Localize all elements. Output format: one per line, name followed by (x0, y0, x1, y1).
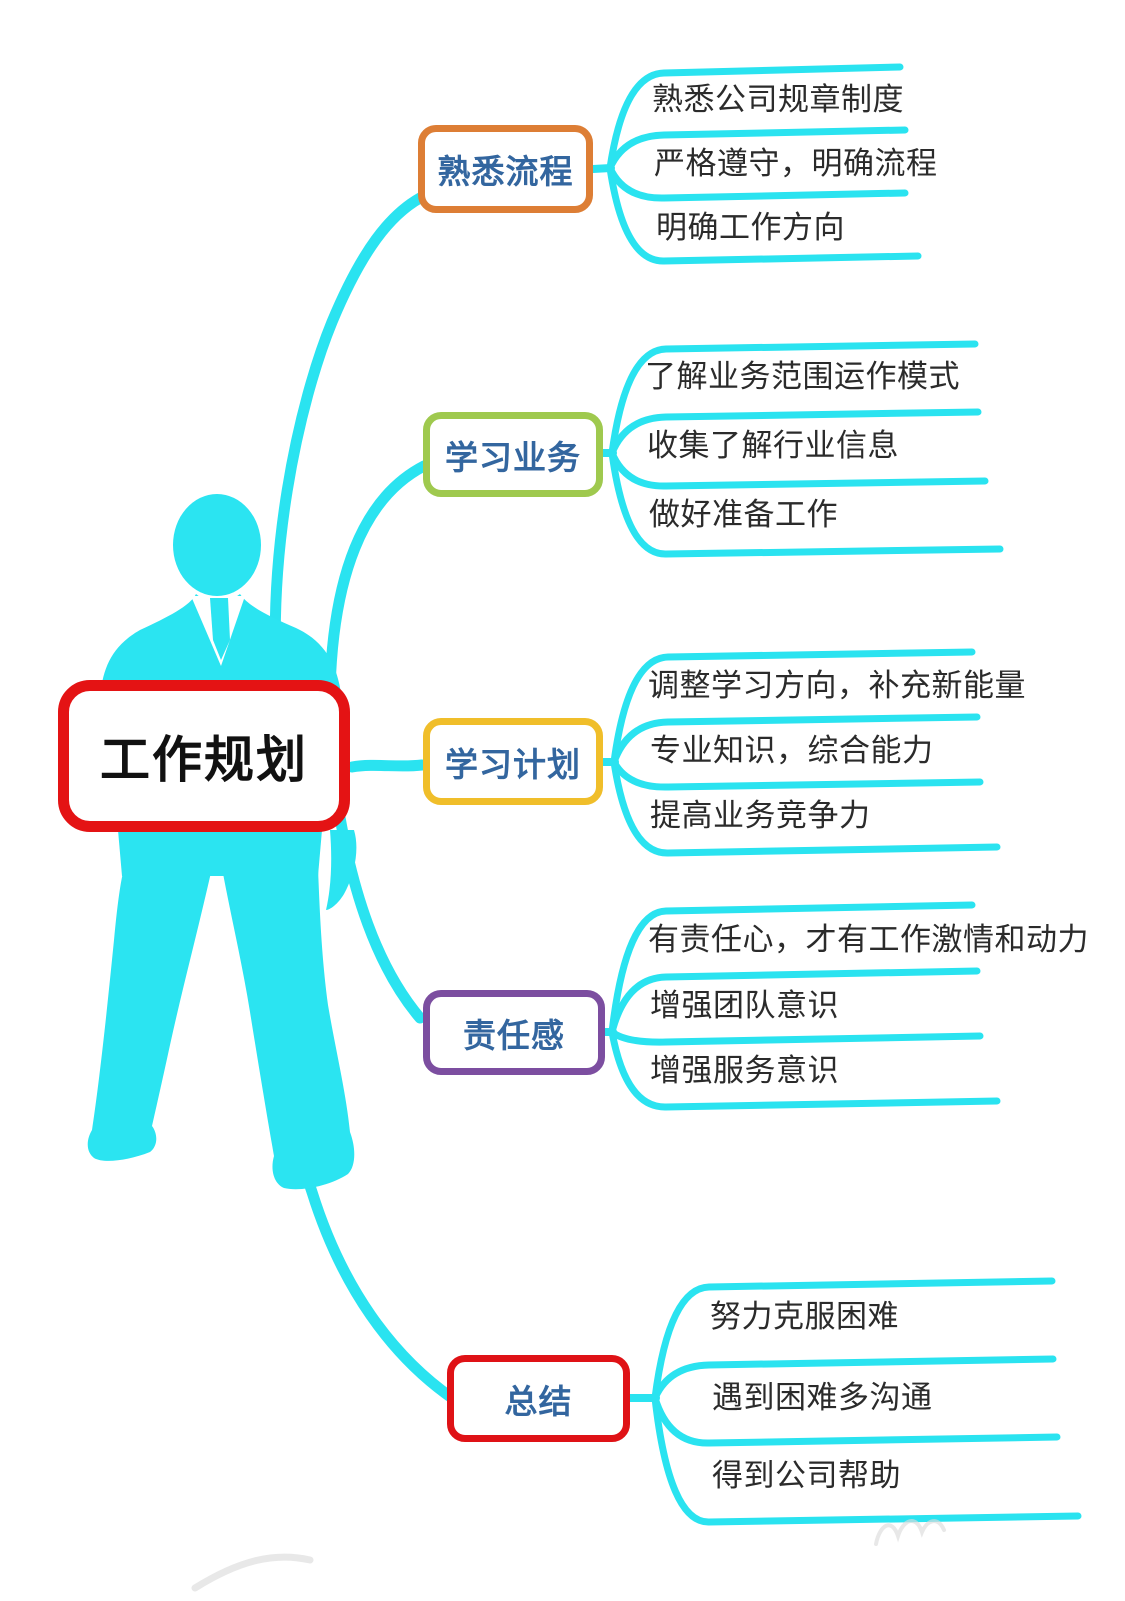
leaf-line (606, 63, 904, 172)
leaf-topic[interactable]: 熟悉公司规章制度 (652, 82, 904, 117)
branch-node-business[interactable]: 学习业务 (423, 412, 603, 497)
figure-left-leg (87, 868, 212, 1161)
leaf-topic[interactable]: 严格遵守，明确流程 (654, 146, 938, 181)
branch-node-summary[interactable]: 总结 (447, 1355, 630, 1442)
leaf-topic[interactable]: 做好准备工作 (649, 497, 838, 532)
leaf-line (651, 1277, 1056, 1402)
leaf-topic[interactable]: 调整学习方向，补充新能量 (648, 668, 1026, 703)
leaf-line (608, 449, 1004, 558)
figure-right-hand (326, 830, 357, 910)
central-topic[interactable]: 工作规划 (58, 680, 350, 832)
figure-tie (210, 598, 230, 660)
leaf-topic[interactable]: 遇到困难多沟通 (712, 1380, 933, 1415)
leaf-topic[interactable]: 增强团队意识 (650, 988, 839, 1023)
branch-curve-plan (346, 759, 428, 773)
leaf-topic[interactable]: 明确工作方向 (656, 210, 845, 245)
figure-hips (118, 830, 322, 876)
figure-head (173, 494, 261, 596)
leaf-topic[interactable]: 提高业务竞争力 (650, 798, 871, 833)
leaf-topic[interactable]: 专业知识，综合能力 (650, 733, 934, 768)
leaf-topic[interactable]: 增强服务意识 (650, 1053, 839, 1088)
leaf-line (651, 1394, 1082, 1526)
leaf-line (610, 713, 981, 766)
branch-curve-process (269, 192, 426, 726)
branch-node-plan[interactable]: 学习计划 (423, 718, 603, 805)
leaf-topic[interactable]: 得到公司帮助 (712, 1458, 901, 1493)
leaf-line (608, 967, 981, 1036)
figure-right-leg (222, 868, 355, 1190)
leaf-topic[interactable]: 收集了解行业信息 (647, 428, 899, 463)
leaf-line (610, 648, 976, 766)
leaf-line (610, 758, 1001, 857)
watermark-smudge (191, 1553, 314, 1592)
watermark-smudge (874, 1519, 946, 1546)
branch-node-responsibility[interactable]: 责任感 (423, 990, 605, 1075)
leaf-line (608, 408, 982, 457)
businessman-silhouette-icon (87, 494, 357, 1190)
leaf-fan-lines (606, 63, 1082, 1526)
leaf-line (608, 1028, 1001, 1111)
leaf-line (608, 1028, 984, 1046)
branch-curve-business (324, 460, 430, 696)
watermark-smudges (191, 1519, 946, 1592)
leaf-line (608, 901, 976, 1036)
leaf-line (606, 126, 909, 172)
leaf-line (606, 164, 922, 265)
leaf-topic[interactable]: 了解业务范围运作模式 (645, 359, 960, 394)
leaf-line (608, 340, 979, 457)
leaf-line (651, 1355, 1057, 1402)
leaf-topic[interactable]: 努力克服困难 (710, 1299, 899, 1334)
branch-node-process[interactable]: 熟悉流程 (418, 125, 593, 213)
leaf-topic[interactable]: 有责任心，才有工作激情和动力 (648, 922, 1089, 957)
